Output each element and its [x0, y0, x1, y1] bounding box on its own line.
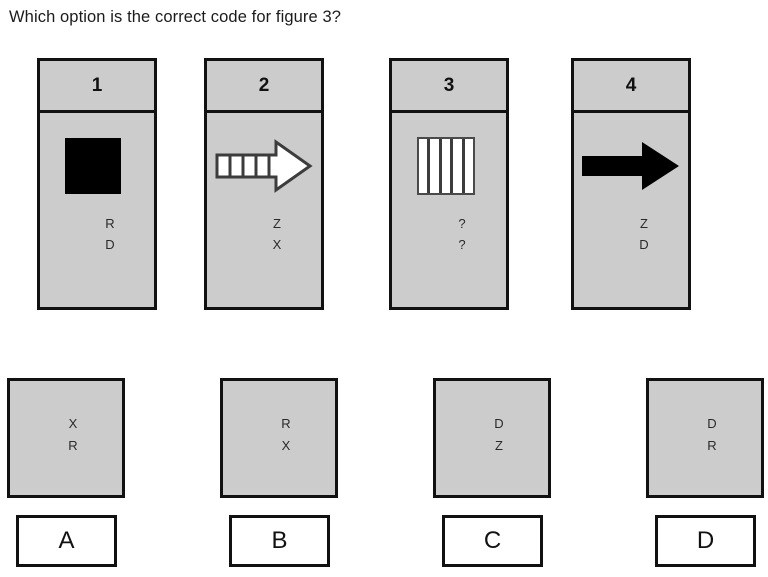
- figure-number-2: 2: [258, 74, 270, 96]
- figure-panel-4: 4 Z D: [571, 58, 691, 310]
- stripe-cell: [453, 139, 465, 193]
- figure-code-line-4a: Z: [640, 216, 648, 231]
- option-label-d: D: [696, 527, 715, 554]
- figure-code-line-2b: X: [272, 237, 282, 252]
- figures-row: 1 R D 2: [0, 58, 768, 314]
- option-code-line-b2: X: [281, 438, 291, 453]
- figure-body-3: ? ?: [392, 113, 506, 307]
- figure-code-line-1b: D: [105, 237, 115, 252]
- option-group-b[interactable]: R X B: [220, 378, 338, 567]
- black-square-icon: [65, 138, 121, 194]
- option-code-line-d2: R: [707, 438, 717, 453]
- black-arrow-right-icon: [580, 138, 682, 194]
- option-codes-d: D R: [649, 413, 761, 457]
- figure-codes-3: ? ?: [392, 213, 506, 255]
- figure-glyph-3: [392, 135, 506, 197]
- option-codes-a: X R: [10, 413, 122, 457]
- option-button-d[interactable]: D: [655, 515, 756, 567]
- option-group-c[interactable]: D Z C: [433, 378, 551, 567]
- figure-code-line-4b: D: [639, 237, 649, 252]
- figure-header-3: 3: [392, 61, 506, 113]
- figure-number-3: 3: [443, 74, 455, 96]
- figure-number-4: 4: [625, 74, 637, 96]
- figure-codes-2: Z X: [207, 213, 321, 255]
- option-square-b[interactable]: R X: [220, 378, 338, 498]
- option-group-d[interactable]: D R D: [646, 378, 764, 567]
- option-label-b: B: [271, 527, 288, 554]
- option-square-c[interactable]: D Z: [433, 378, 551, 498]
- figure-glyph-1: [40, 135, 154, 197]
- option-codes-c: D Z: [436, 413, 548, 457]
- figure-codes-4: Z D: [574, 213, 688, 255]
- option-button-a[interactable]: A: [16, 515, 117, 567]
- figure-body-4: Z D: [574, 113, 688, 307]
- option-label-a: A: [58, 527, 75, 554]
- option-square-a[interactable]: X R: [7, 378, 125, 498]
- striped-square-icon: [417, 137, 475, 195]
- figure-number-1: 1: [91, 74, 103, 96]
- figure-glyph-4: [574, 135, 688, 197]
- figure-header-2: 2: [207, 61, 321, 113]
- option-codes-b: R X: [223, 413, 335, 457]
- figure-code-line-2a: Z: [273, 216, 281, 231]
- figure-panel-3: 3 ? ?: [389, 58, 509, 310]
- option-square-d[interactable]: D R: [646, 378, 764, 498]
- stripe-cell: [465, 139, 473, 193]
- option-code-line-d1: D: [707, 416, 717, 431]
- striped-arrow-right-icon: [214, 138, 314, 194]
- options-row: X R A R X B D Z C: [0, 378, 768, 577]
- option-code-line-b1: R: [281, 416, 291, 431]
- option-code-line-c1: D: [494, 416, 504, 431]
- option-code-line-a2: R: [68, 438, 78, 453]
- option-code-line-c2: Z: [495, 438, 503, 453]
- stripe-cell: [419, 139, 431, 193]
- figure-codes-1: R D: [40, 213, 154, 255]
- option-button-b[interactable]: B: [229, 515, 330, 567]
- page-title: Which option is the correct code for fig…: [9, 8, 342, 26]
- option-code-line-a1: X: [68, 416, 78, 431]
- figure-code-line-3b: ?: [458, 237, 466, 252]
- option-label-c: C: [483, 527, 502, 554]
- figure-code-line-3a: ?: [458, 216, 466, 231]
- option-group-a[interactable]: X R A: [7, 378, 125, 567]
- figure-panel-1: 1 R D: [37, 58, 157, 310]
- figure-glyph-2: [207, 135, 321, 197]
- option-button-c[interactable]: C: [442, 515, 543, 567]
- figure-header-1: 1: [40, 61, 154, 113]
- figure-panel-2: 2 Z X: [204, 58, 324, 310]
- stripe-cell: [442, 139, 454, 193]
- figure-code-line-1a: R: [105, 216, 115, 231]
- stripe-cell: [430, 139, 442, 193]
- figure-body-2: Z X: [207, 113, 321, 307]
- figure-header-4: 4: [574, 61, 688, 113]
- figure-body-1: R D: [40, 113, 154, 307]
